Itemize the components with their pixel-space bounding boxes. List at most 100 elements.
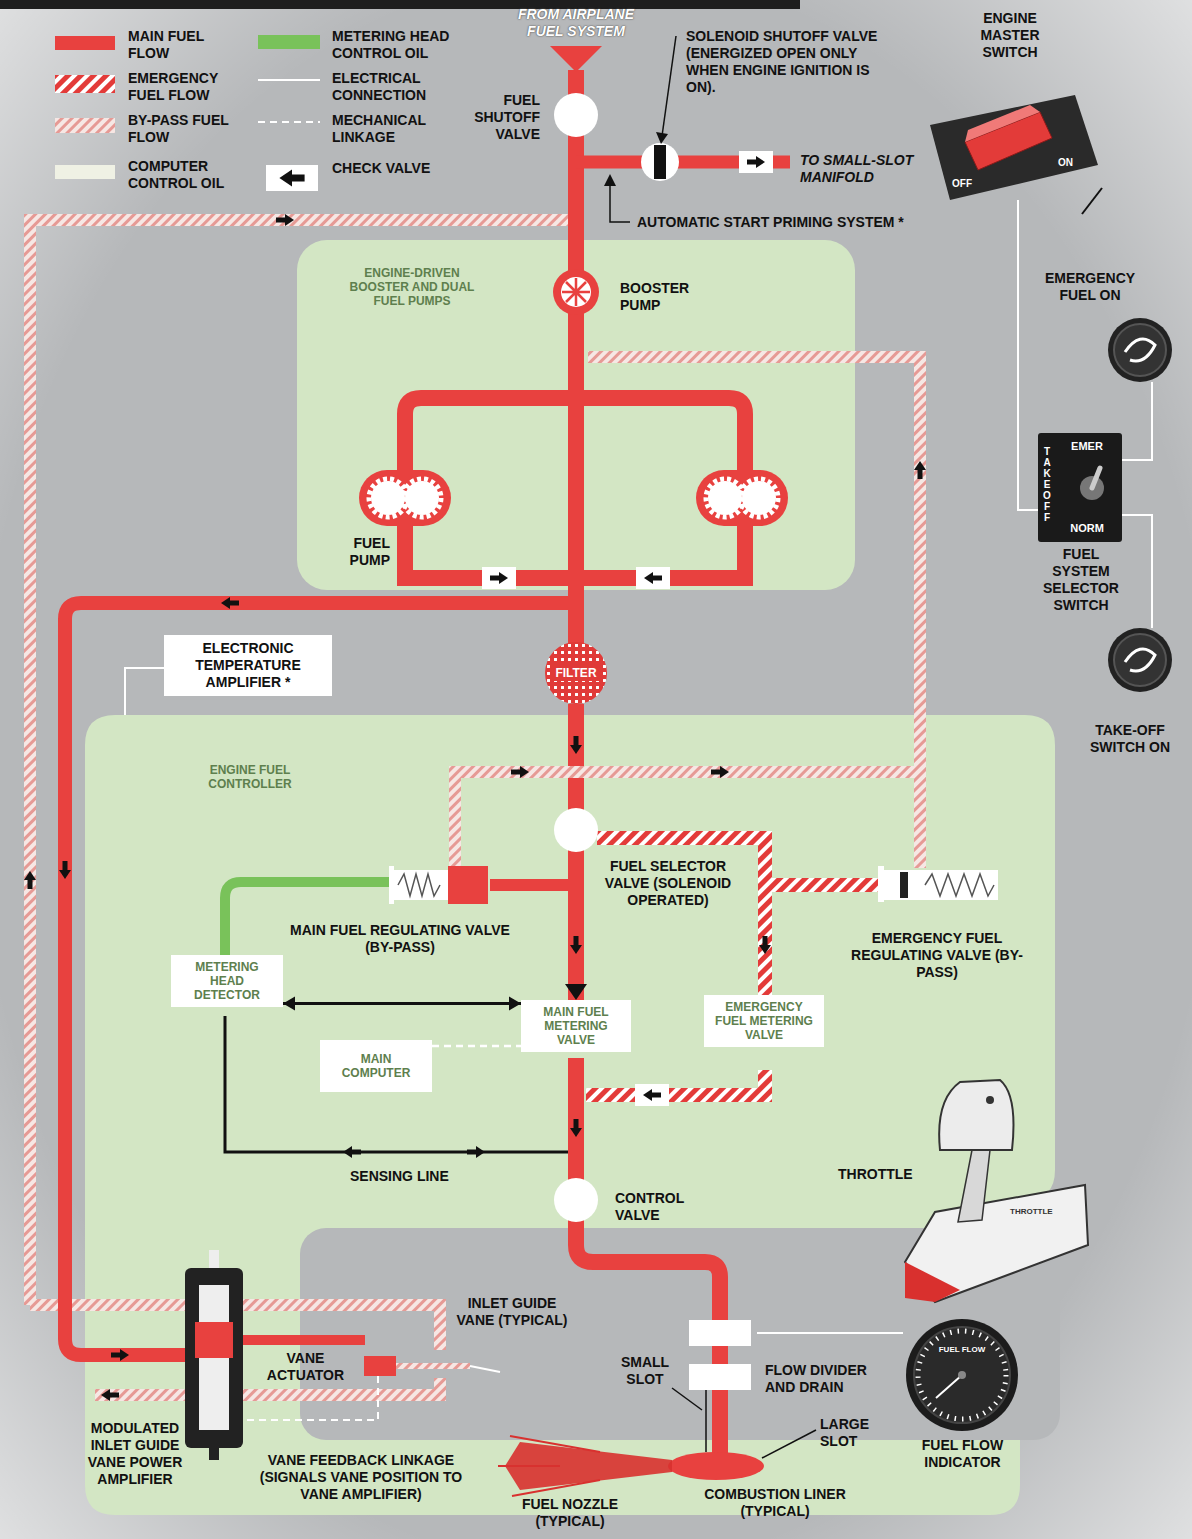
part-label: ENGINE MASTER SWITCH (965, 10, 1055, 61)
legend-swatch (258, 35, 320, 49)
vane-amplifier (195, 1322, 233, 1358)
arrowhead (283, 997, 295, 1011)
fuel-flow-dial (914, 1327, 1010, 1423)
check-valve (482, 567, 516, 589)
bypass-flow-line (243, 1305, 440, 1350)
flow-arrow (221, 597, 239, 609)
valve-symbol (554, 93, 751, 1390)
sensing-line (343, 1146, 361, 1158)
regulating-valve (448, 866, 488, 904)
part-label: OFF (952, 178, 972, 190)
legend-sample (55, 75, 115, 93)
part-label: FLOW DIVIDER AND DRAIN (765, 1362, 895, 1396)
throttle-illustration (958, 1150, 990, 1222)
switch-knob (1114, 634, 1166, 686)
part-label: EMERGENCY FUEL ON (1032, 270, 1148, 304)
part-label: FUEL PUMP (320, 535, 390, 569)
master-switch-illustration (930, 95, 1098, 200)
combustion-liner (668, 1452, 764, 1480)
legend-text: MECHANICAL LINKAGE (332, 112, 462, 146)
gear-pump (740, 479, 778, 517)
part-label: TO SMALL-SLOT MANIFOLD (800, 152, 925, 186)
electrical-connection (470, 1366, 500, 1372)
part-label: FROM AIRPLANE FUEL SYSTEM (500, 6, 652, 40)
regulating-valve (393, 870, 449, 900)
switch-knob (1125, 649, 1155, 671)
part-label: FUEL SELECTOR VALVE (SOLENOID OPERATED) (593, 858, 743, 909)
legend-text: EMERGENCY FUEL FLOW (128, 70, 248, 104)
component-name: MAIN COMPUTER (326, 1052, 426, 1080)
switch-knob (1108, 318, 1172, 382)
fuel-flow-dial (936, 1375, 962, 1398)
legend-text: ELECTRICAL CONNECTION (332, 70, 462, 104)
master-switch-illustration (965, 105, 1040, 142)
fuel-flow-dial (918, 1331, 1006, 1419)
vane-amplifier (209, 1250, 219, 1270)
flow-arrow (24, 871, 36, 889)
part-label: NORM (1062, 522, 1112, 535)
booster-pump (561, 277, 591, 307)
vane-amplifier (185, 1250, 243, 1460)
legend-sample (266, 165, 318, 191)
combustion-liner (668, 1452, 764, 1480)
flow-arrow (59, 861, 71, 879)
booster-pump (553, 269, 599, 315)
bypass-flow-line (30, 1299, 186, 1311)
booster-pump (553, 269, 599, 315)
part-label: MAIN FUEL REGULATING VALVE (BY-PASS) (275, 922, 525, 956)
part-label: SOLENOID SHUTOFF VALVE (ENERGIZED OPEN O… (686, 28, 882, 96)
check-valve (739, 151, 773, 173)
throttle-illustration (939, 1080, 1013, 1150)
leader-line (672, 1388, 702, 1410)
arrowhead (509, 997, 521, 1011)
part-label: CONTROL VALVE (615, 1190, 715, 1224)
flow-arrow (759, 936, 771, 954)
flow-arrow (111, 1349, 129, 1361)
master-switch-illustration (1082, 188, 1102, 214)
legend-sample (258, 79, 320, 81)
part-label: THROTTLE (838, 1166, 913, 1183)
valve-symbol (641, 143, 679, 181)
flow-arrow (101, 1389, 119, 1401)
legend-text: BY-PASS FUEL FLOW (128, 112, 248, 146)
flow-arrow (570, 1119, 582, 1137)
inflow-arrow (550, 46, 602, 72)
master-switch-illustration (930, 95, 1102, 214)
legend-text: METERING HEAD CONTROL OIL (332, 28, 472, 62)
part-label: COMBUSTION LINER (TYPICAL) (680, 1486, 870, 1520)
mechanical-linkage (432, 1045, 521, 1048)
flow-arrow (276, 214, 294, 226)
valve-symbol (654, 145, 666, 179)
flow-arrow (711, 766, 729, 778)
emergency-fuel-line (765, 878, 880, 892)
regulating-valve (398, 874, 440, 896)
bypass-flow-line (588, 357, 920, 868)
switch-knob (1125, 339, 1155, 361)
selector-switch-panel (1038, 433, 1122, 542)
metering-head-signal-line (283, 1002, 521, 1005)
selector-switch-panel (1092, 468, 1100, 488)
bypass-flow-line (396, 1363, 470, 1369)
component-box: METERING HEAD DETECTOR (171, 955, 283, 1007)
valve-symbol (689, 1364, 751, 1390)
component-name: METERING HEAD DETECTOR (177, 960, 277, 1002)
arrowhead (565, 984, 587, 1000)
booster-pump (562, 278, 590, 306)
regulating-valve (882, 870, 998, 900)
part-label: SMALL SLOT (610, 1354, 680, 1388)
main-fuel-line (405, 398, 745, 578)
leader-line (762, 1430, 816, 1458)
part-label: EMER (1062, 440, 1112, 453)
part-label: VANE ACTUATOR (258, 1350, 353, 1384)
selector-switch-panel (1038, 433, 1122, 542)
region-title: ENGINE-DRIVEN BOOSTER AND DUAL FUEL PUMP… (337, 266, 487, 308)
flow-arrow (570, 936, 582, 954)
flow-arrow (570, 736, 582, 754)
leader-line (610, 36, 816, 1458)
main-fuel-line (576, 1058, 720, 1454)
fuel-flow-dial (958, 1371, 966, 1379)
legend-sample (279, 170, 304, 187)
